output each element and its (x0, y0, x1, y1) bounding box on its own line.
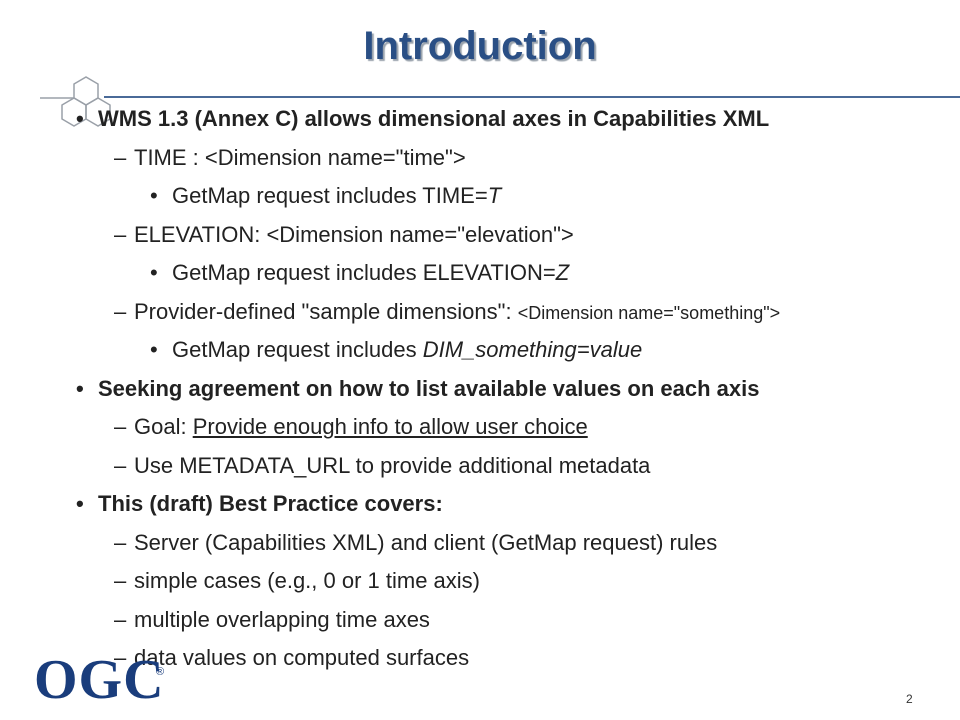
bullet-level-2: –TIME : <Dimension name="time"> (114, 144, 466, 172)
dash-marker: – (114, 607, 127, 632)
bullet-text: Goal: (134, 414, 193, 439)
dash-marker: – (114, 568, 127, 593)
dash-marker: – (114, 453, 127, 478)
dash-marker: – (114, 645, 127, 670)
dash-marker: – (114, 145, 127, 170)
bullet-level-2: –ELEVATION: <Dimension name="elevation"> (114, 221, 574, 249)
hexagon-decoration-icon (40, 76, 111, 127)
bullet-marker: • (76, 106, 84, 131)
bullet-level-3: • GetMap request includes ELEVATION=Z (150, 259, 569, 287)
bullet-text: multiple overlapping time axes (134, 607, 430, 632)
bullet-text: Z (555, 260, 570, 285)
dash-marker: – (114, 530, 127, 555)
bullet-marker: • (76, 491, 84, 516)
bullet-text: T (487, 183, 502, 208)
bullet-level-2: –Goal: Provide enough info to allow user… (114, 413, 588, 441)
slide-title: Introduction (363, 24, 597, 68)
bullet-level-3: • GetMap request includes DIM_something=v… (150, 336, 642, 364)
registered-mark: ® (156, 666, 165, 678)
dash-marker: – (114, 222, 127, 247)
bullet-level-1: • WMS 1.3 (Annex C) allows dimensional ax… (76, 105, 769, 133)
bullet-text: GetMap request includes TIME= (172, 183, 488, 208)
bullet-text: GetMap request includes (172, 337, 423, 362)
bullet-marker: • (150, 183, 158, 208)
bullet-level-2: –data values on computed surfaces (114, 644, 469, 672)
bullet-level-2: –multiple overlapping time axes (114, 606, 430, 634)
bullet-text: Provide enough info to allow user choice (192, 414, 588, 439)
page-number: 2 (906, 692, 913, 706)
bullet-text: data values on computed surfaces (134, 645, 470, 670)
title-divider (104, 96, 960, 98)
dash-marker: – (114, 414, 127, 439)
bullet-level-2: –Use METADATA_URL to provide additional … (114, 452, 650, 480)
bullet-level-1: • This (draft) Best Practice covers: (76, 490, 443, 518)
bullet-level-2: –Server (Capabilities XML) and client (G… (114, 529, 717, 557)
bullet-text: WMS 1.3 (Annex C) allows dimensional axe… (98, 106, 770, 131)
bullet-text: TIME : <Dimension name="time"> (134, 145, 466, 170)
bullet-marker: • (150, 260, 158, 285)
dash-marker: – (114, 299, 127, 324)
bullet-text: DIM_something=value (422, 337, 643, 362)
bullet-text: Use METADATA_URL to provide additional m… (134, 453, 651, 478)
bullet-text: <Dimension name="something"> (517, 303, 781, 323)
bullet-level-2: –simple cases (e.g., 0 or 1 time axis) (114, 567, 480, 595)
bullet-marker: • (76, 376, 84, 401)
bullet-text: GetMap request includes ELEVATION= (172, 260, 556, 285)
bullet-text: Provider-defined "sample dimensions": (134, 299, 518, 324)
bullet-level-2: –Provider-defined "sample dimensions": <… (114, 298, 780, 327)
bullet-level-3: • GetMap request includes TIME=T (150, 182, 501, 210)
bullet-marker: • (150, 337, 158, 362)
bullet-text: simple cases (e.g., 0 or 1 time axis) (134, 568, 481, 593)
bullet-level-1: • Seeking agreement on how to list availa… (76, 375, 759, 403)
bullet-text: This (draft) Best Practice covers: (98, 491, 443, 516)
bullet-text: Seeking agreement on how to list availab… (98, 376, 760, 401)
ogc-logo: OGC (34, 649, 165, 711)
bullet-text: ELEVATION: <Dimension name="elevation"> (134, 222, 574, 247)
bullet-text: Server (Capabilities XML) and client (Ge… (134, 530, 718, 555)
